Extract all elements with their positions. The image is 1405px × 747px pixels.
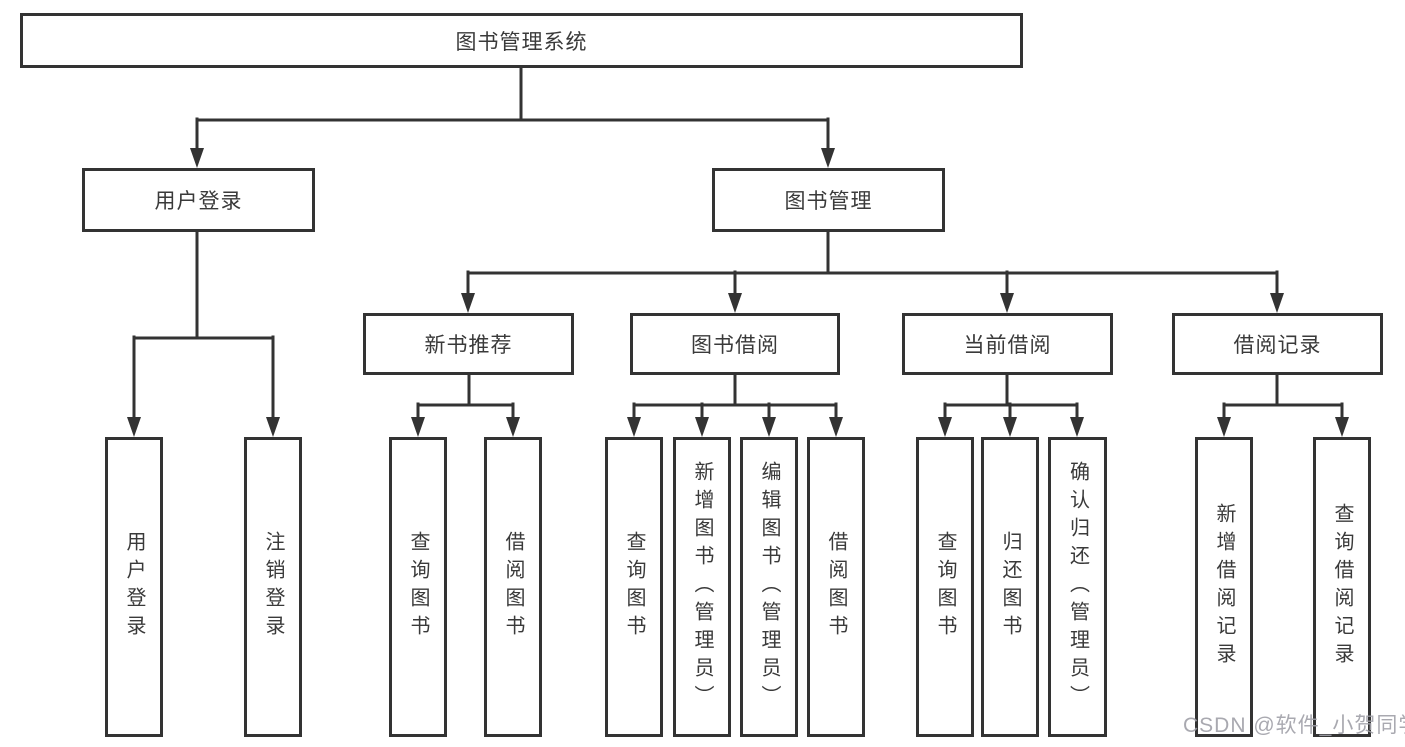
node-book-borrowing: 图书借阅 <box>630 313 840 375</box>
leaf-return-books: 归还图书 <box>981 437 1039 737</box>
leaf-confirm-return-admin: 确认归还（管理员） <box>1048 437 1107 737</box>
connector-book-borrow-branch <box>632 372 838 422</box>
leaf-logout: 注销登录 <box>244 437 302 737</box>
node-current-borrowing: 当前借阅 <box>902 313 1113 375</box>
leaf-add-books-admin: 新增图书（管理员） <box>673 437 731 737</box>
csdn-watermark: CSDN @软件_小贺同学 <box>1183 714 1405 737</box>
connector-book-management-branch <box>466 229 1279 298</box>
node-new-book-recommend: 新书推荐 <box>363 313 574 375</box>
leaf-add-borrow-record: 新增借阅记录 <box>1195 437 1253 737</box>
arrowheads <box>127 148 1349 437</box>
leaf-user-login: 用户登录 <box>105 437 163 737</box>
leaf-query-books-current: 查询图书 <box>916 437 974 737</box>
node-system-root: 图书管理系统 <box>20 13 1023 68</box>
connector-new-book-branch <box>416 372 515 422</box>
node-borrowing-records: 借阅记录 <box>1172 313 1383 375</box>
leaf-query-borrow-record: 查询借阅记录 <box>1313 437 1371 737</box>
connector-borrow-records-branch <box>1222 372 1344 422</box>
leaf-edit-books-admin: 编辑图书（管理员） <box>740 437 798 737</box>
leaf-query-books-recommend: 查询图书 <box>389 437 447 737</box>
node-user-login: 用户登录 <box>82 168 315 232</box>
connector-user-login-branch <box>132 229 275 422</box>
leaf-query-books-borrowing: 查询图书 <box>605 437 663 737</box>
connector-root-to-level2 <box>195 65 830 153</box>
connector-current-borrow-branch <box>943 372 1079 422</box>
leaf-borrow-books-borrowing: 借阅图书 <box>807 437 865 737</box>
leaf-borrow-books-recommend: 借阅图书 <box>484 437 542 737</box>
node-book-management: 图书管理 <box>712 168 945 232</box>
